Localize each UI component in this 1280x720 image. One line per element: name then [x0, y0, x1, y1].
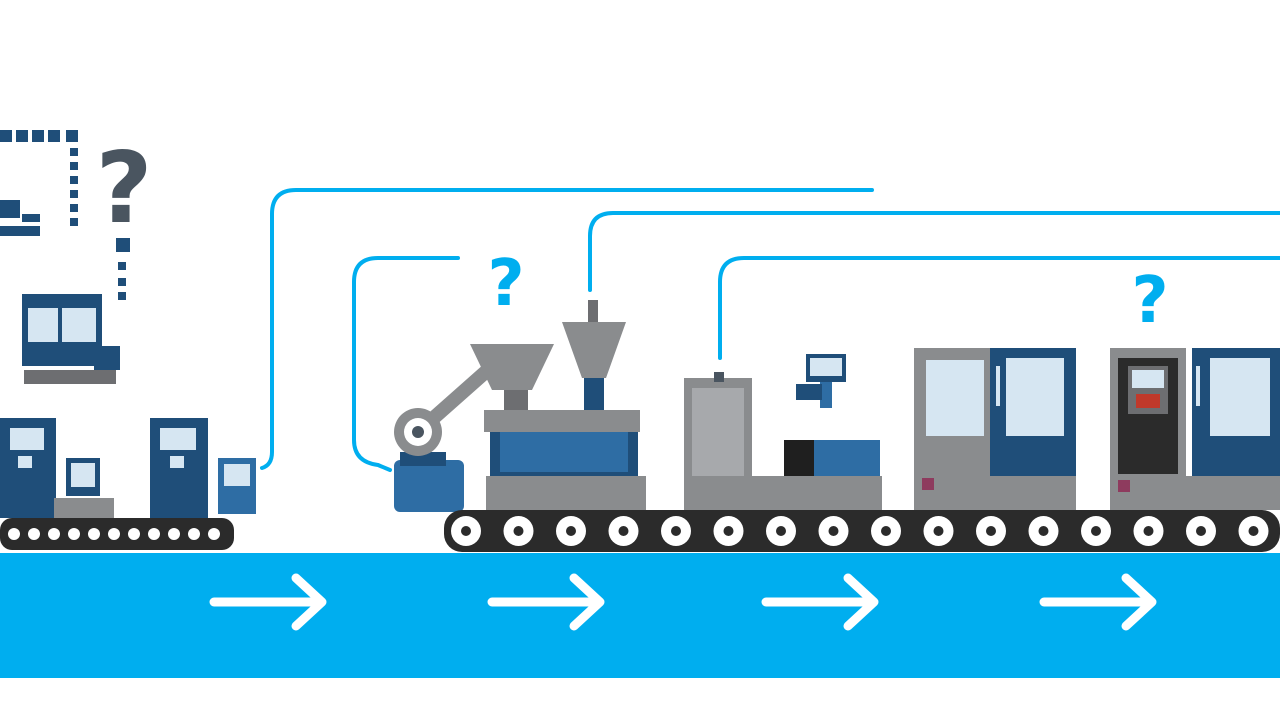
arrow-right-icon [487, 573, 605, 631]
robot-arm [394, 361, 497, 512]
conveyor-roller-hub [618, 526, 629, 536]
question-mark-icon: ? [487, 247, 524, 321]
data-blocks-icon [0, 130, 130, 300]
connector-line-2 [352, 256, 460, 472]
small-machines-cluster [0, 130, 256, 550]
main-conveyor-rollers [451, 516, 1269, 546]
main-conveyor [444, 510, 1280, 552]
conveyor-roller-hub [1248, 526, 1259, 536]
connector-line-4 [718, 256, 1280, 360]
conveyor-roller-hub [828, 526, 839, 536]
hopper-press [470, 300, 646, 510]
conveyor-roller-hub [776, 526, 786, 536]
flow-band [0, 553, 1280, 678]
inspection-station [684, 354, 882, 510]
arrow-right-icon [761, 573, 879, 631]
enclosed-machine-1 [914, 348, 1076, 510]
conveyor-roller-hub [461, 526, 471, 536]
flow-arrows [209, 573, 1157, 631]
question-marks: ? ? ? [96, 132, 1169, 338]
left-monitor [54, 458, 114, 520]
conveyor-roller-hub [1091, 526, 1101, 536]
conveyor-roller-hub [566, 526, 576, 536]
conveyor-roller-hub [881, 526, 891, 536]
conveyor-roller-hub [671, 526, 681, 536]
control-cabinet [22, 294, 120, 384]
conveyor-roller-hub [933, 526, 944, 536]
question-mark-icon: ? [96, 132, 153, 246]
connector-line-3 [588, 211, 1280, 292]
left-machine-1 [0, 418, 56, 518]
arrow-right-icon [1039, 573, 1157, 631]
conveyor-roller-hub [1196, 526, 1206, 536]
conveyor-roller-hub [1143, 526, 1154, 536]
arrow-right-icon [209, 573, 327, 631]
left-conveyor-rollers [8, 528, 220, 540]
left-terminal [218, 458, 256, 514]
conveyor-roller-hub [1038, 526, 1049, 536]
connector-line-1 [260, 188, 874, 470]
connector-lines [260, 188, 1280, 472]
conveyor-roller-hub [986, 526, 996, 536]
conveyor-roller-hub [513, 526, 524, 536]
conveyor-roller-hub [723, 526, 734, 536]
enclosed-machine-2 [1110, 348, 1280, 510]
left-conveyor [0, 518, 234, 550]
question-mark-icon: ? [1131, 264, 1168, 338]
left-machine-2 [150, 418, 208, 518]
